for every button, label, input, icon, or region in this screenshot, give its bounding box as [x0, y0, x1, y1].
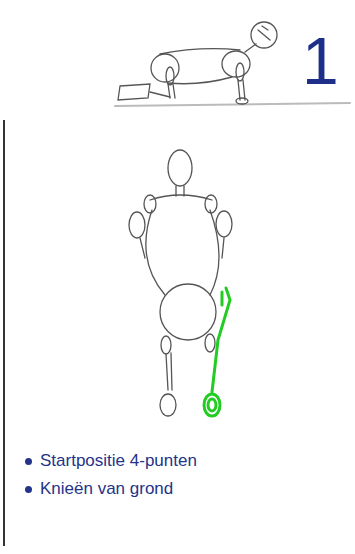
- bullet-dot: [25, 458, 32, 465]
- bullet-text: Startpositie 4-punten: [40, 450, 197, 472]
- highlighted-leg: [204, 288, 230, 416]
- bullet-dot: [25, 486, 32, 493]
- side-view-figure: [115, 22, 350, 106]
- top-view-figure: [129, 150, 232, 416]
- side-rule: [3, 120, 5, 546]
- step-number: 1: [302, 28, 339, 94]
- bullet-text: Knieën van grond: [40, 478, 173, 500]
